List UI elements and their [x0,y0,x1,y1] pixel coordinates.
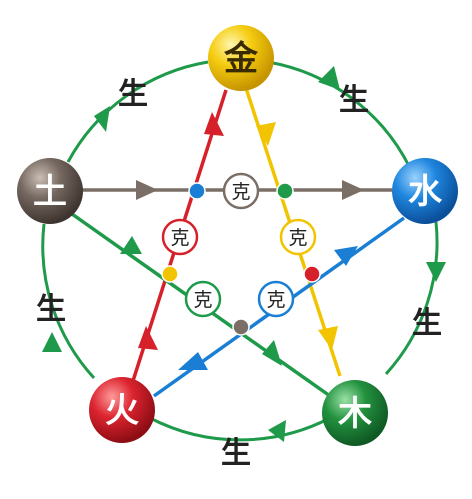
generate-label-metal-water: 生 [339,83,369,118]
element-earth: 土 [17,158,83,224]
arrow-wood-earth-2 [120,236,142,254]
arrow-to-wood [426,262,446,282]
arrow-metal-wood-2 [318,326,338,350]
dot-yellow [161,265,179,283]
element-label-water: 水 [408,172,443,212]
arc-fire-earth [41,223,96,380]
generate-label-water-wood: 生 [412,306,442,341]
control-arrowheads [120,112,364,370]
control-badge-earth-water: 克 [222,172,260,210]
element-label-fire: 火 [105,391,139,431]
arrow-fire-metal-2 [138,326,158,350]
generate-cycle [41,60,439,442]
arc-metal-water [267,60,412,169]
arrow-fire-metal-1 [204,112,224,136]
generate-labels: 生 生 生 生 生 [36,77,442,471]
generate-label-wood-fire: 生 [221,436,251,471]
arrow-metal-wood-1 [256,122,276,146]
control-label: 克 [231,181,250,203]
control-lines [70,81,406,398]
generate-label-fire-earth: 生 [36,292,66,327]
arrow-to-earth [42,332,62,352]
arrow-to-metal [94,106,110,132]
element-wood: 木 [322,380,388,446]
generate-arrowheads [42,66,446,442]
control-badge-wood-earth: 克 [184,280,222,318]
element-label-metal: 金 [223,39,259,79]
arc-wood-fire [149,416,331,442]
dot-blue [188,182,206,200]
element-fire: 火 [89,377,155,443]
dot-red [303,265,321,283]
control-label: 克 [288,227,307,249]
control-label: 克 [193,289,212,311]
arrow-water-fire-1 [334,246,358,266]
control-label: 克 [170,227,189,249]
arrow-wood-earth-1 [262,340,282,366]
control-badge-water-fire: 克 [257,280,295,318]
arrow-earth-water-1 [136,180,158,200]
control-badge-metal-wood: 克 [279,218,317,256]
arc-earth-metal [66,60,209,163]
arrow-to-fire [268,420,286,442]
element-label-earth: 土 [33,172,67,212]
control-label: 克 [266,289,285,311]
element-water: 水 [392,158,458,224]
generate-label-earth-metal: 生 [118,77,148,112]
arrow-earth-water-2 [342,180,364,200]
element-label-wood: 木 [337,394,372,434]
dot-gray [232,318,250,336]
intersection-dots [161,182,321,336]
arrow-water-fire-2 [178,352,208,370]
control-badge-fire-metal: 克 [161,218,199,256]
dot-green [276,182,294,200]
element-metal: 金 [208,25,274,91]
arc-water-wood [384,221,439,376]
arrow-to-water [318,66,340,90]
